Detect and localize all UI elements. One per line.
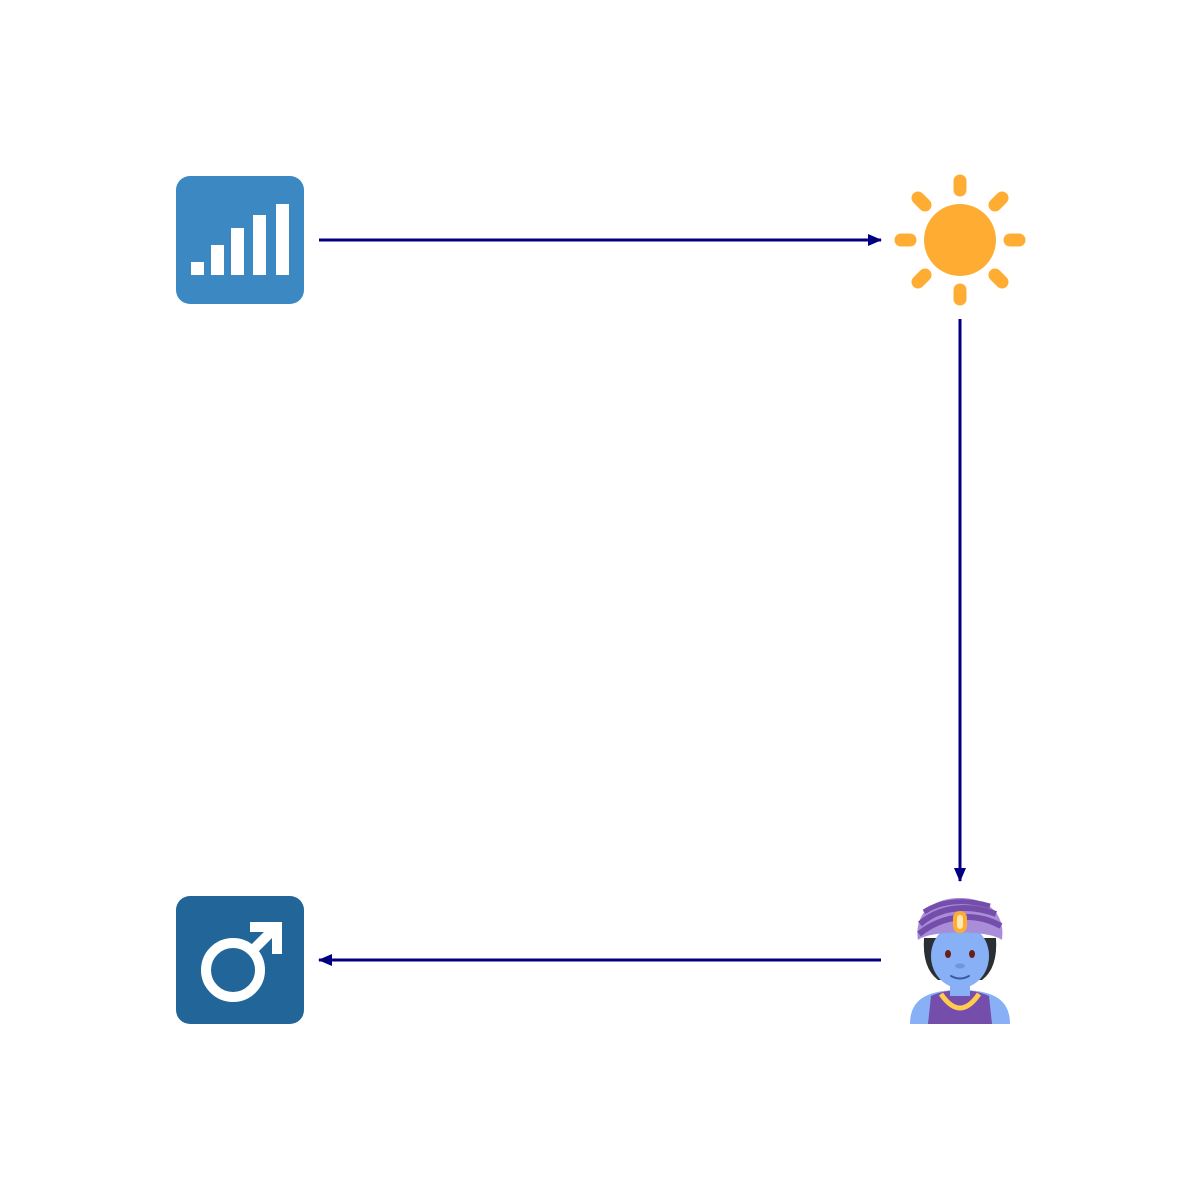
node-sun <box>894 174 1026 306</box>
node-signal <box>176 176 304 304</box>
sun-icon <box>894 174 1026 306</box>
antenna-bars-icon <box>176 176 304 304</box>
male-sign-icon <box>176 896 304 1024</box>
node-genie <box>910 898 1010 1024</box>
edges <box>318 234 966 966</box>
node-male <box>176 896 304 1024</box>
genie-icon <box>910 898 1010 1024</box>
